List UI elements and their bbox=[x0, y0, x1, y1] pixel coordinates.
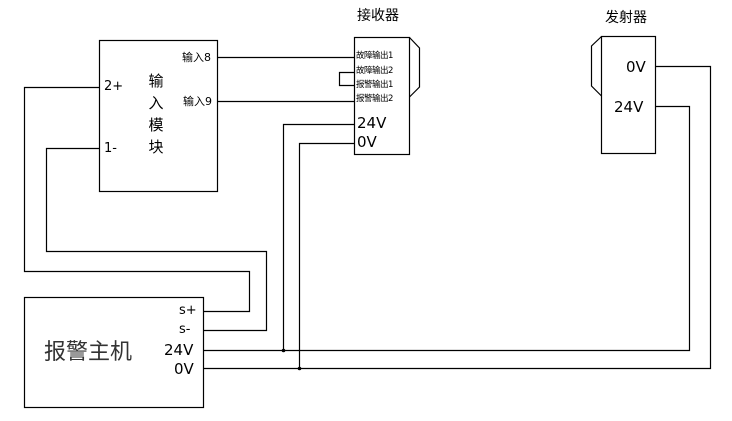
transmitter-terminal-0v: 0V bbox=[626, 58, 646, 76]
alarm-host-terminal-0v: 0V bbox=[174, 360, 194, 378]
receiver-terminal-fault2: 故障输出2 bbox=[356, 66, 393, 76]
alarm-host-terminal-24v: 24V bbox=[164, 341, 194, 359]
transmitter-terminal-24v: 24V bbox=[614, 98, 644, 116]
receiver-terminal-0v: 0V bbox=[357, 133, 377, 151]
transmitter-title: 发射器 bbox=[605, 10, 647, 26]
alarm-host-name: 报警主机 bbox=[44, 340, 133, 365]
wire-neg-sminus bbox=[45, 147, 268, 332]
alarm-host-box bbox=[23, 296, 205, 409]
input-module-terminal-in8: 输入8 bbox=[182, 51, 211, 64]
wire-pos-splus bbox=[23, 86, 251, 313]
input-module-terminal-neg: 1- bbox=[104, 141, 117, 156]
receiver-terminal-fault1: 故障输出1 bbox=[356, 51, 393, 61]
wire-receiver-0v bbox=[298, 142, 355, 369]
wire-0v-bus bbox=[203, 65, 712, 370]
receiver-terminal-24v: 24V bbox=[357, 114, 387, 132]
input-module-box bbox=[98, 39, 219, 193]
alarm-host-terminal-sminus: s- bbox=[179, 322, 191, 337]
input-module-name: 输 入 模 块 bbox=[148, 72, 164, 156]
alarm-host-terminal-splus: s+ bbox=[179, 303, 197, 318]
receiver-box bbox=[353, 36, 411, 156]
input-module-terminal-pos: 2+ bbox=[104, 79, 124, 94]
receiver-terminal-alarm1: 报警输出1 bbox=[356, 80, 393, 90]
junction-0v bbox=[297, 366, 302, 371]
wire-receiver-24v bbox=[282, 123, 355, 351]
transmitter-lens bbox=[590, 36, 602, 97]
junction-24v bbox=[281, 348, 286, 353]
receiver-terminal-alarm2: 报警输出2 bbox=[356, 94, 393, 104]
transmitter-box bbox=[600, 35, 657, 155]
wire-24v-bus bbox=[203, 105, 691, 352]
jumper-fault2-alarm1 bbox=[338, 71, 355, 87]
receiver-title: 接收器 bbox=[357, 8, 399, 24]
receiver-lens bbox=[409, 37, 421, 98]
input-module-terminal-in9: 输入9 bbox=[183, 95, 212, 108]
